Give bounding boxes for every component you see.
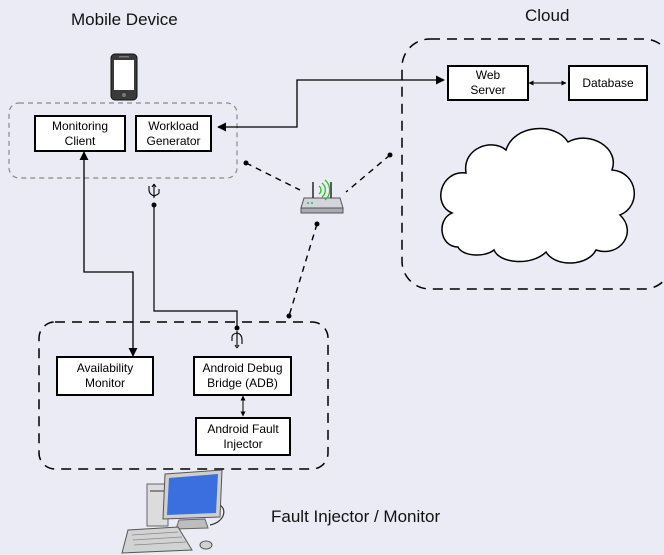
web-server-label-line2: Server (470, 83, 506, 97)
usb-cable (153, 205, 238, 328)
wireless-links (245, 154, 391, 317)
android-fault-injector-box: Android Fault Injector (195, 417, 291, 456)
android-debug-bridge-label-line2: Bridge (ADB) (207, 376, 278, 390)
smartphone-icon (110, 53, 138, 101)
desktop-computer-icon (121, 469, 225, 554)
monitoring-client-box: Monitoring Client (34, 115, 126, 152)
monitoring-client-label-line1: Monitoring (51, 118, 109, 133)
mobile-device-title: Mobile Device (71, 10, 178, 29)
android-debug-bridge-label-line1: Android Debug (202, 361, 283, 375)
android-fault-injector-label-line2: Injector (223, 436, 263, 451)
workload-generator-label-line2: Generator (146, 133, 201, 148)
cloud-title: Cloud (525, 6, 570, 25)
monitoring-client-label-line2: Client (64, 133, 96, 148)
cloud-icon (440, 127, 635, 264)
availability-monitor-box: Availability Monitor (56, 356, 154, 396)
android-debug-bridge-box: Android Debug Bridge (ADB) (193, 356, 292, 396)
fault-injector-monitor-title: Fault Injector / Monitor (271, 507, 441, 526)
android-fault-injector-label-line1: Android Fault (207, 421, 279, 436)
workload-generator-box: Workload Generator (135, 115, 212, 152)
availability-monitor-label-line2: Monitor (84, 376, 125, 390)
database-box: Database (568, 65, 648, 101)
database-label: Database (582, 75, 634, 90)
workload-generator-label-line1: Workload (148, 118, 199, 133)
web-server-box: Web Server (447, 65, 529, 101)
usb-icon (148, 183, 243, 349)
fault-injector-group (38, 321, 329, 470)
availability-monitor-label-line1: Availability (76, 361, 134, 375)
workload-webserver-connection (217, 75, 445, 132)
wireless-router-icon (300, 179, 344, 214)
cloud-group (401, 38, 664, 290)
client-monitor-connection (79, 151, 138, 357)
web-server-label-line1: Web (475, 68, 501, 82)
